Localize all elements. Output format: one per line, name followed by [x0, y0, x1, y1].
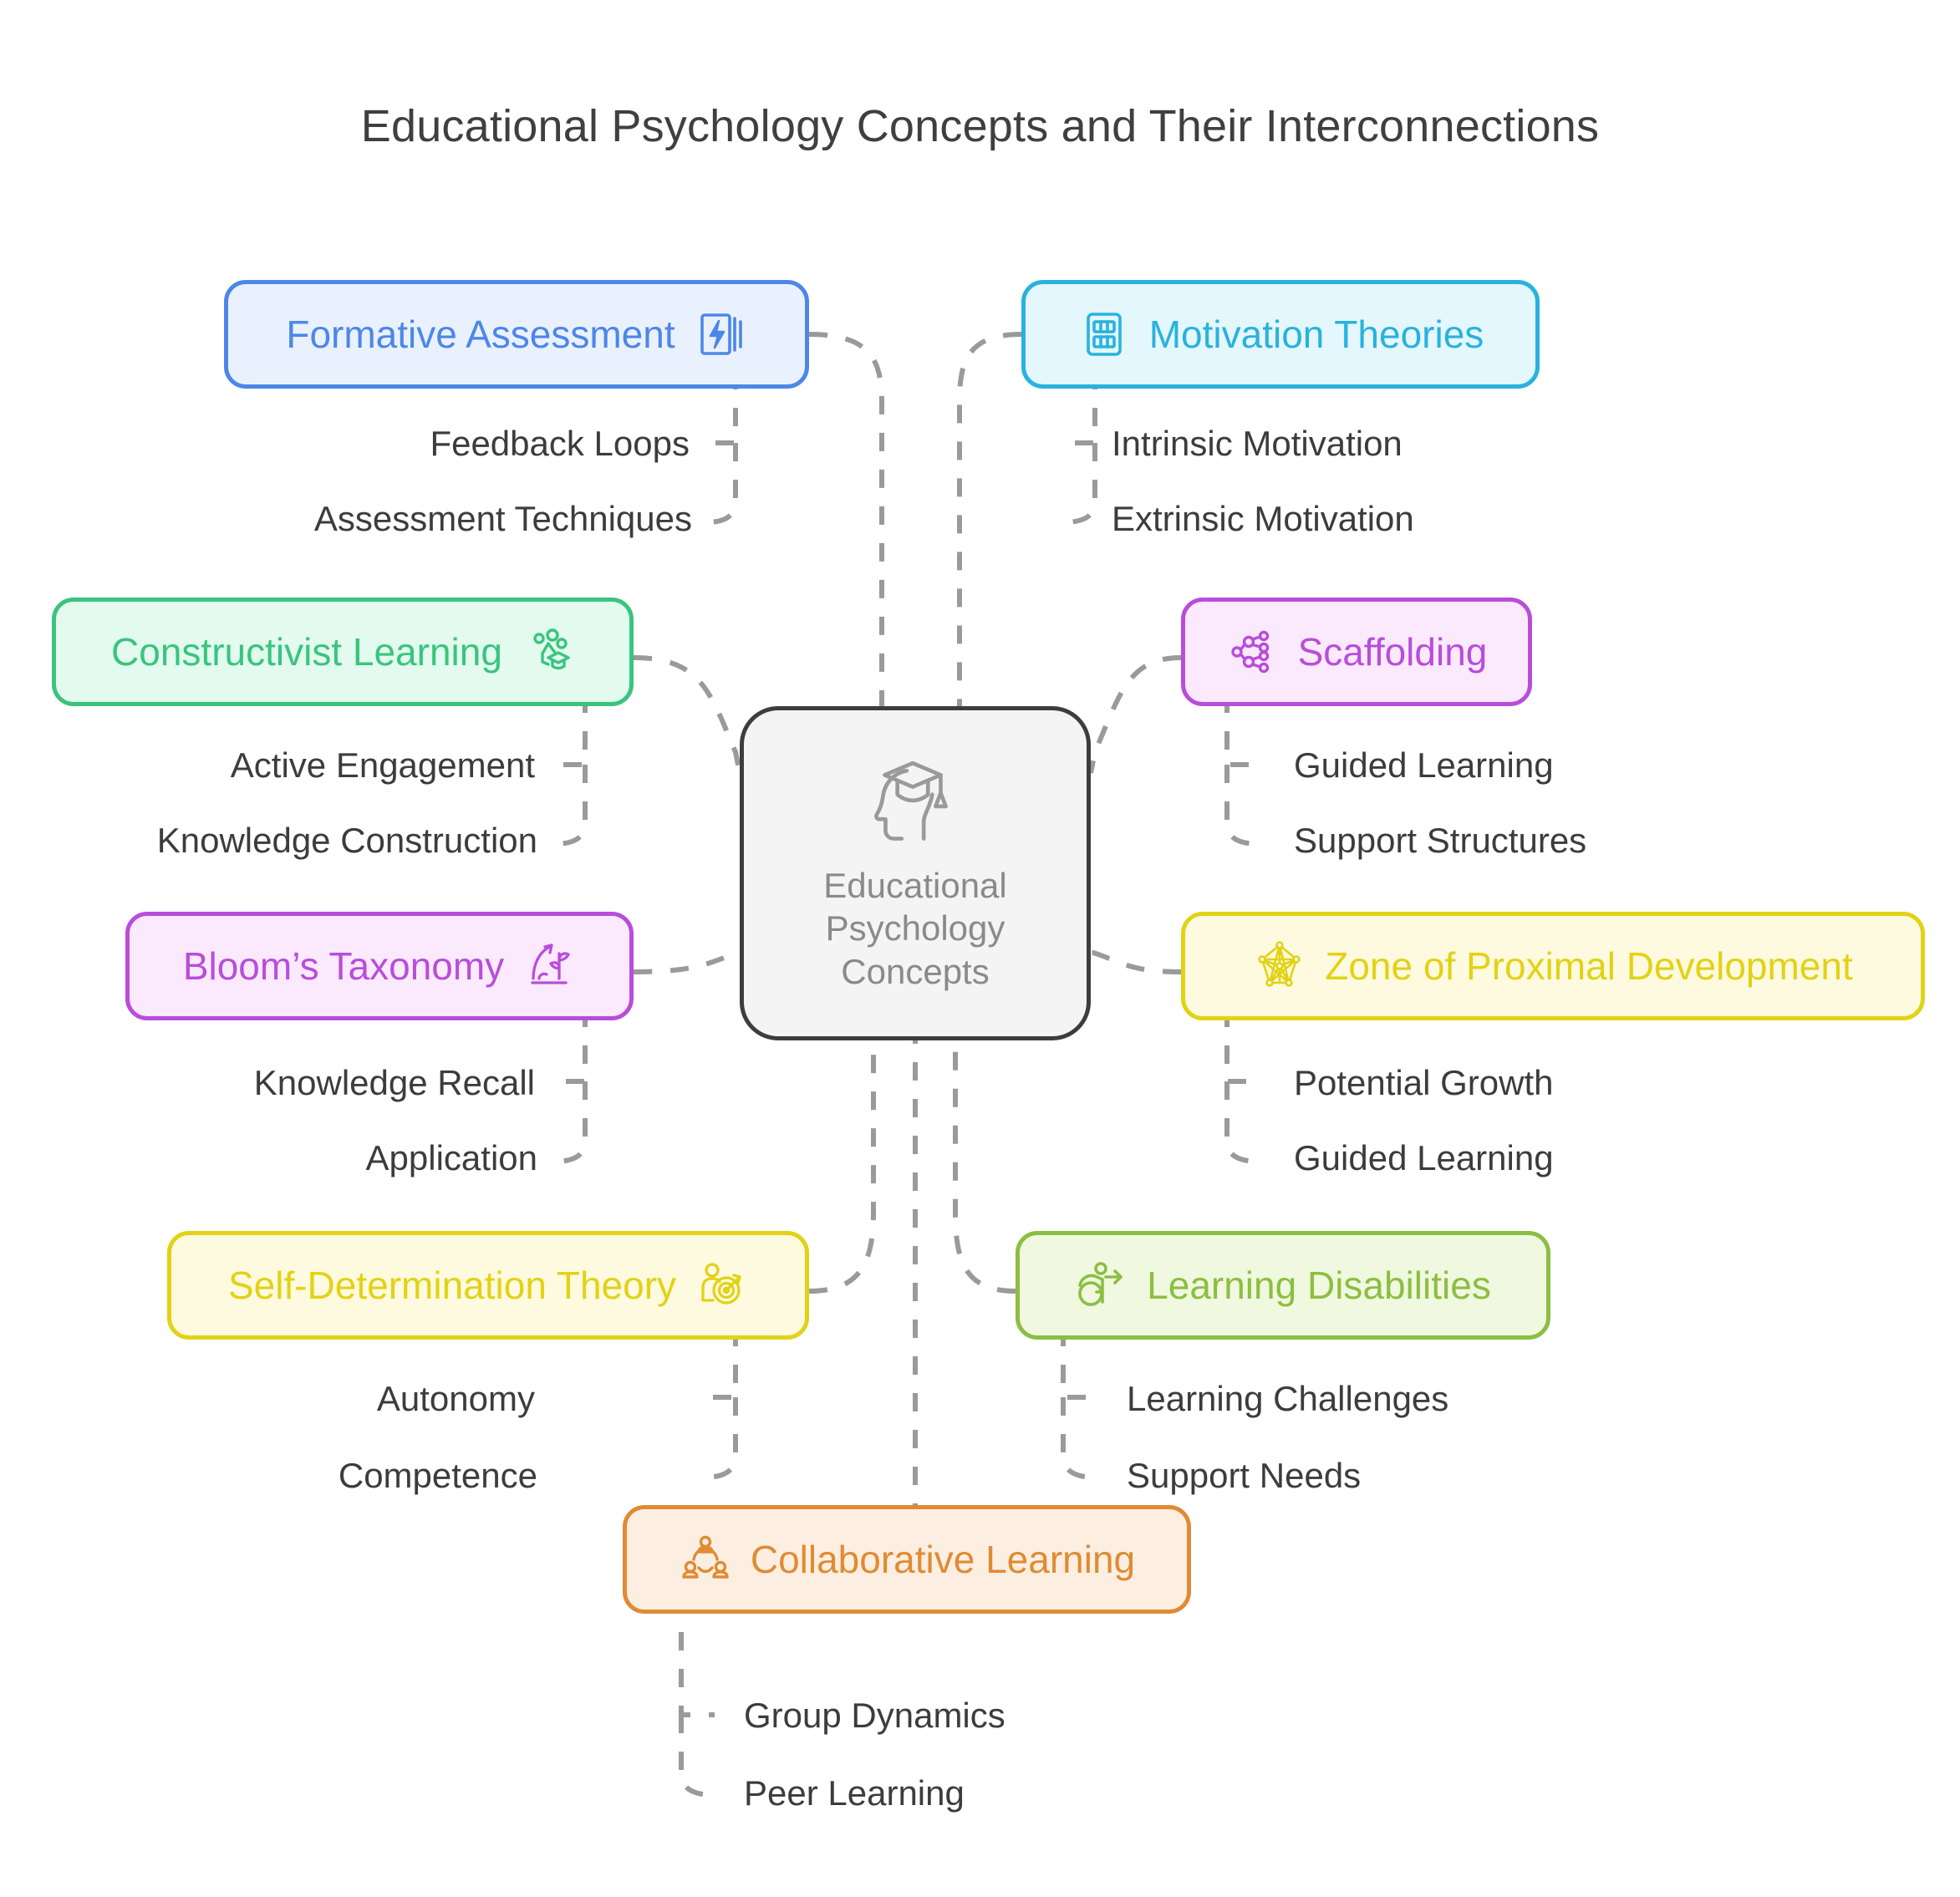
- node-self-determination-theory[interactable]: Self-Determination Theory: [167, 1231, 809, 1340]
- node-label: Zone of Proximal Development: [1325, 944, 1853, 988]
- node-label: Constructivist Learning: [111, 630, 502, 674]
- child-label: Application: [365, 1138, 537, 1177]
- group-people-icon: [679, 1533, 732, 1586]
- node-label: Formative Assessment: [286, 313, 675, 356]
- child-label: Knowledge Construction: [156, 821, 537, 860]
- accessibility-wheelchair-icon: [1075, 1259, 1128, 1312]
- child-label: Learning Challenges: [1127, 1379, 1449, 1418]
- child-label: Autonomy: [376, 1379, 535, 1418]
- child-label: Potential Growth: [1294, 1063, 1554, 1102]
- node-label: Self-Determination Theory: [227, 1264, 677, 1307]
- node-scaffolding[interactable]: Scaffolding: [1181, 598, 1532, 706]
- child-label: Assessment Techniques: [313, 499, 692, 538]
- node-constructivist-learning[interactable]: Constructivist Learning: [52, 598, 634, 706]
- center-node-label: Educational Psychology Concepts: [823, 866, 1007, 991]
- child-label: Intrinsic Motivation: [1112, 424, 1403, 463]
- node-learning-disabilities[interactable]: Learning Disabilities: [1016, 1231, 1550, 1340]
- notebook-lightning-icon: [694, 308, 747, 361]
- node-label: Motivation Theories: [1148, 313, 1484, 356]
- node-zone-of-proximal-development[interactable]: Zone of Proximal Development: [1181, 912, 1925, 1020]
- person-target-icon: [695, 1259, 748, 1312]
- network-graduation-icon: [521, 625, 574, 679]
- node-formative-assessment[interactable]: Formative Assessment: [224, 280, 809, 389]
- child-label: Support Structures: [1294, 821, 1587, 860]
- child-label: Competence: [338, 1456, 537, 1495]
- node-label: Scaffolding: [1297, 630, 1488, 674]
- child-label: Guided Learning: [1294, 1138, 1554, 1177]
- child-label: Knowledge Recall: [253, 1063, 535, 1102]
- calculator-grid-icon: [1077, 308, 1131, 361]
- child-label: Active Engagement: [230, 745, 535, 785]
- node-motivation-theories[interactable]: Motivation Theories: [1021, 280, 1540, 389]
- page-title: Educational Psychology Concepts and Thei…: [360, 101, 1600, 151]
- node-label: Learning Disabilities: [1147, 1264, 1491, 1307]
- child-label: Group Dynamics: [744, 1696, 1005, 1735]
- growth-plant-arrow-icon: [522, 939, 576, 993]
- node-label: Bloom’s Taxonomy: [182, 944, 505, 988]
- node-collaborative-learning[interactable]: Collaborative Learning: [623, 1505, 1191, 1614]
- child-label: Extrinsic Motivation: [1112, 499, 1414, 538]
- dense-network-icon: [1253, 939, 1306, 993]
- center-node[interactable]: Educational Psychology Concepts: [740, 706, 1091, 1040]
- child-label: Guided Learning: [1294, 745, 1554, 785]
- node-label: Collaborative Learning: [750, 1538, 1136, 1581]
- child-label: Peer Learning: [744, 1773, 965, 1813]
- head-graduation-cap-icon: [861, 754, 970, 852]
- node-tree-icon: [1226, 625, 1280, 679]
- child-label: Feedback Loops: [430, 424, 690, 463]
- node-blooms-taxonomy[interactable]: Bloom’s Taxonomy: [125, 912, 634, 1020]
- child-label: Support Needs: [1127, 1456, 1362, 1495]
